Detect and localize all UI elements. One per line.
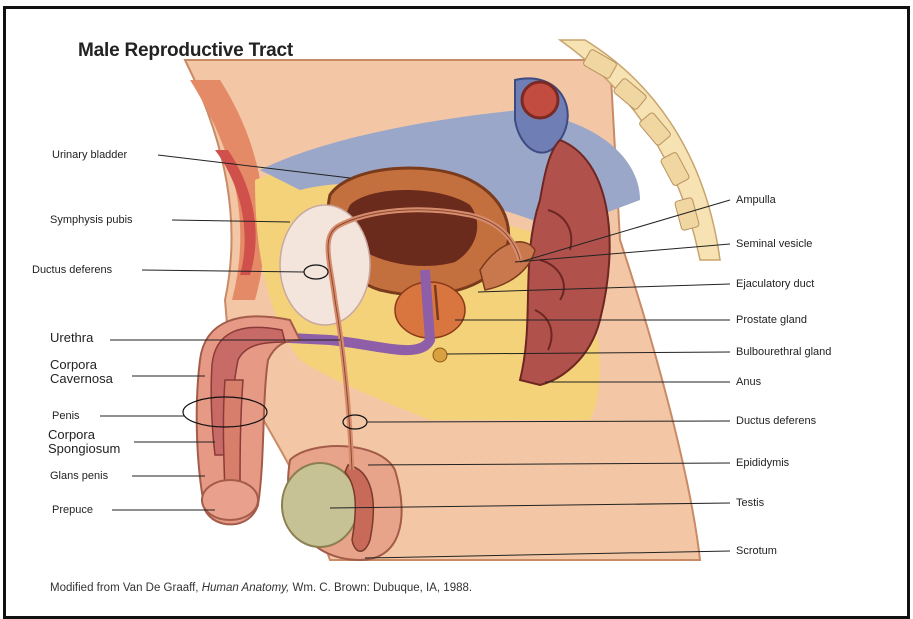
label-seminal-vesicle: Seminal vesicle [736, 238, 812, 250]
label-ductus-deferens-right: Ductus deferens [736, 415, 816, 427]
label-scrotum: Scrotum [736, 545, 777, 557]
label-epididymis: Epididymis [736, 457, 789, 469]
label-corpora-spongiosum: Corpora Spongiosum [48, 428, 120, 456]
source-caption: Modified from Van De Graaff, Human Anato… [50, 582, 472, 594]
label-bulbourethral-gland: Bulbourethral gland [736, 346, 831, 358]
diagram-title: Male Reproductive Tract [78, 40, 293, 62]
label-prepuce: Prepuce [52, 504, 93, 516]
caption-after: Wm. C. Brown: Dubuque, IA, 1988. [289, 582, 472, 594]
label-corpora-spongiosum-line2: Spongiosum [48, 442, 120, 456]
label-symphysis-pubis: Symphysis pubis [50, 214, 133, 226]
label-penis: Penis [52, 410, 80, 422]
label-ampulla: Ampulla [736, 194, 776, 206]
label-urethra: Urethra [50, 332, 93, 344]
label-ductus-deferens-left: Ductus deferens [32, 264, 112, 276]
label-corpora-spongiosum-line1: Corpora [48, 428, 120, 442]
caption-before: Modified from Van De Graaff, [50, 582, 202, 594]
label-testis: Testis [736, 497, 764, 509]
label-glans-penis: Glans penis [50, 470, 108, 482]
label-anus: Anus [736, 376, 761, 388]
label-prostate-gland: Prostate gland [736, 314, 807, 326]
diagram-frame [3, 6, 910, 619]
label-corpora-cavernosa-line1: Corpora [50, 358, 113, 372]
caption-italic: Human Anatomy, [202, 582, 290, 594]
label-corpora-cavernosa-line2: Cavernosa [50, 372, 113, 386]
label-urinary-bladder: Urinary bladder [52, 149, 127, 161]
label-ejaculatory-duct: Ejaculatory duct [736, 278, 814, 290]
label-corpora-cavernosa: Corpora Cavernosa [50, 358, 113, 386]
